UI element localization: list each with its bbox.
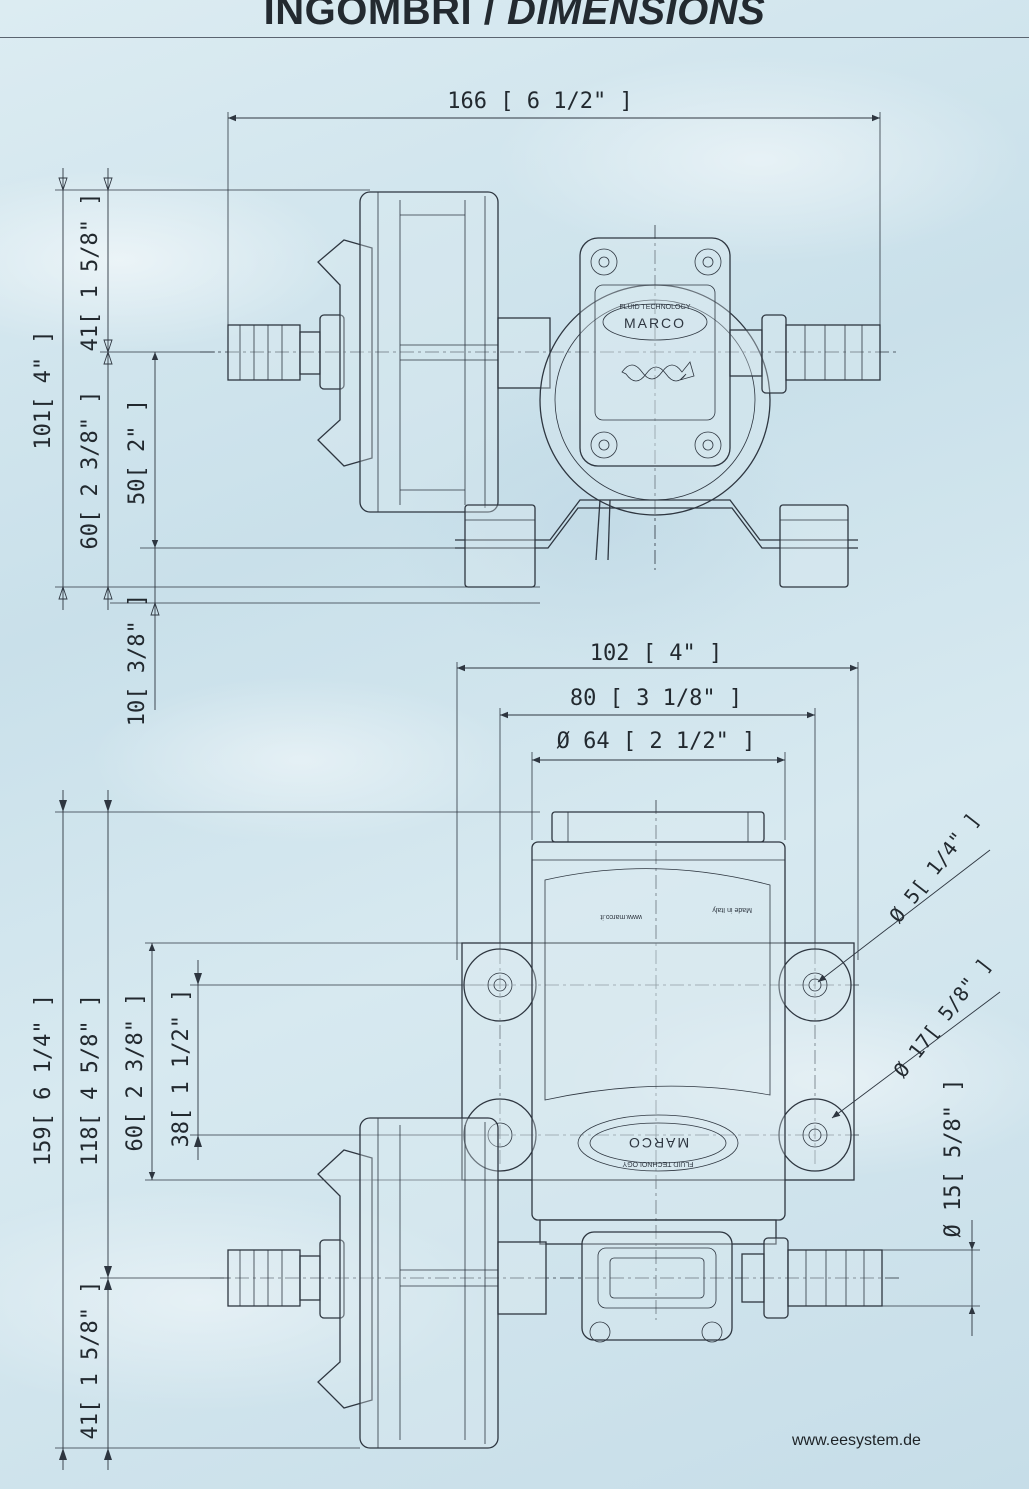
title-main: INGOMBRI / bbox=[263, 0, 507, 33]
dim-width-holes: 80 [ 3 1/8" ] bbox=[570, 686, 742, 711]
right-hose-barb-bottom bbox=[741, 1237, 883, 1319]
title-italic: DIMENSIONS bbox=[506, 0, 766, 33]
filter-housing bbox=[317, 191, 499, 513]
dim-length: 166 [ 6 1/2" ] bbox=[447, 89, 632, 114]
brand-logo-bottom: MARCO bbox=[627, 1135, 689, 1151]
dim-height-38: 38[ 1 1/2" ] bbox=[169, 989, 194, 1148]
right-hose-barb bbox=[729, 314, 881, 394]
dim-width-outer: 102 [ 4" ] bbox=[590, 641, 722, 666]
dim-hose-offset: 41[ 1 5/8" ] bbox=[78, 1281, 103, 1440]
dim-base: 10[ 3/8" ] bbox=[125, 594, 150, 726]
title-rule bbox=[0, 37, 1029, 38]
brand-logo-top: MARCO bbox=[624, 315, 686, 331]
mounting-feet-top bbox=[455, 499, 858, 588]
dim-hole-dia: Ø 5[ 1/4" ] bbox=[884, 808, 984, 927]
dim-axis-to-base: 50[ 2" ] bbox=[125, 399, 150, 505]
filter-housing-bottom bbox=[227, 1117, 547, 1449]
top-view: 166 [ 6 1/2" ] 101[ 4" ] 41[ 1 5/8" ] 60… bbox=[31, 89, 900, 726]
mounting-bosses bbox=[461, 942, 855, 1181]
footer-website: www.eesystem.de bbox=[792, 1432, 921, 1449]
brand-tagline-top: FLUID TECHNOLOGY bbox=[619, 304, 690, 311]
coupling bbox=[497, 317, 551, 389]
dim-total-height-top: 101[ 4" ] bbox=[31, 330, 56, 449]
dim-body-dia: Ø 64 [ 2 1/2" ] bbox=[557, 729, 756, 754]
dim-hose-dia: Ø 15[ 5/8" ] bbox=[941, 1079, 966, 1238]
dim-lower-height: 60[ 2 3/8" ] bbox=[78, 391, 103, 550]
pump-head-bottom bbox=[539, 1219, 777, 1343]
brand-website-mirrored: www.marco.it bbox=[600, 913, 643, 920]
left-hose-barb bbox=[227, 314, 345, 390]
pump-head: MARCO FLUID TECHNOLOGY bbox=[579, 237, 731, 467]
dim-height-60: 60[ 2 3/8" ] bbox=[123, 993, 148, 1152]
dim-height-118: 118[ 4 5/8" ] bbox=[78, 994, 103, 1166]
motor-body: www.marco.it Made in Italy MARCO FLUID T… bbox=[531, 811, 786, 1221]
dim-upper-height: 41[ 1 5/8" ] bbox=[78, 193, 103, 352]
dim-boss-dia: Ø 17[ 5/8" ] bbox=[889, 953, 997, 1082]
dim-total-height-bottom: 159[ 6 1/4" ] bbox=[31, 994, 56, 1166]
page-title: INGOMBRI / DIMENSIONS bbox=[0, 0, 1029, 34]
brand-tagline-bottom: FLUID TECHNOLOGY bbox=[622, 1160, 693, 1167]
bottom-view: 102 [ 4" ] 80 [ 3 1/8" ] Ø 64 [ 2 1/2" ]… bbox=[31, 641, 1001, 1470]
made-in-mirrored: Made in Italy bbox=[712, 906, 752, 913]
